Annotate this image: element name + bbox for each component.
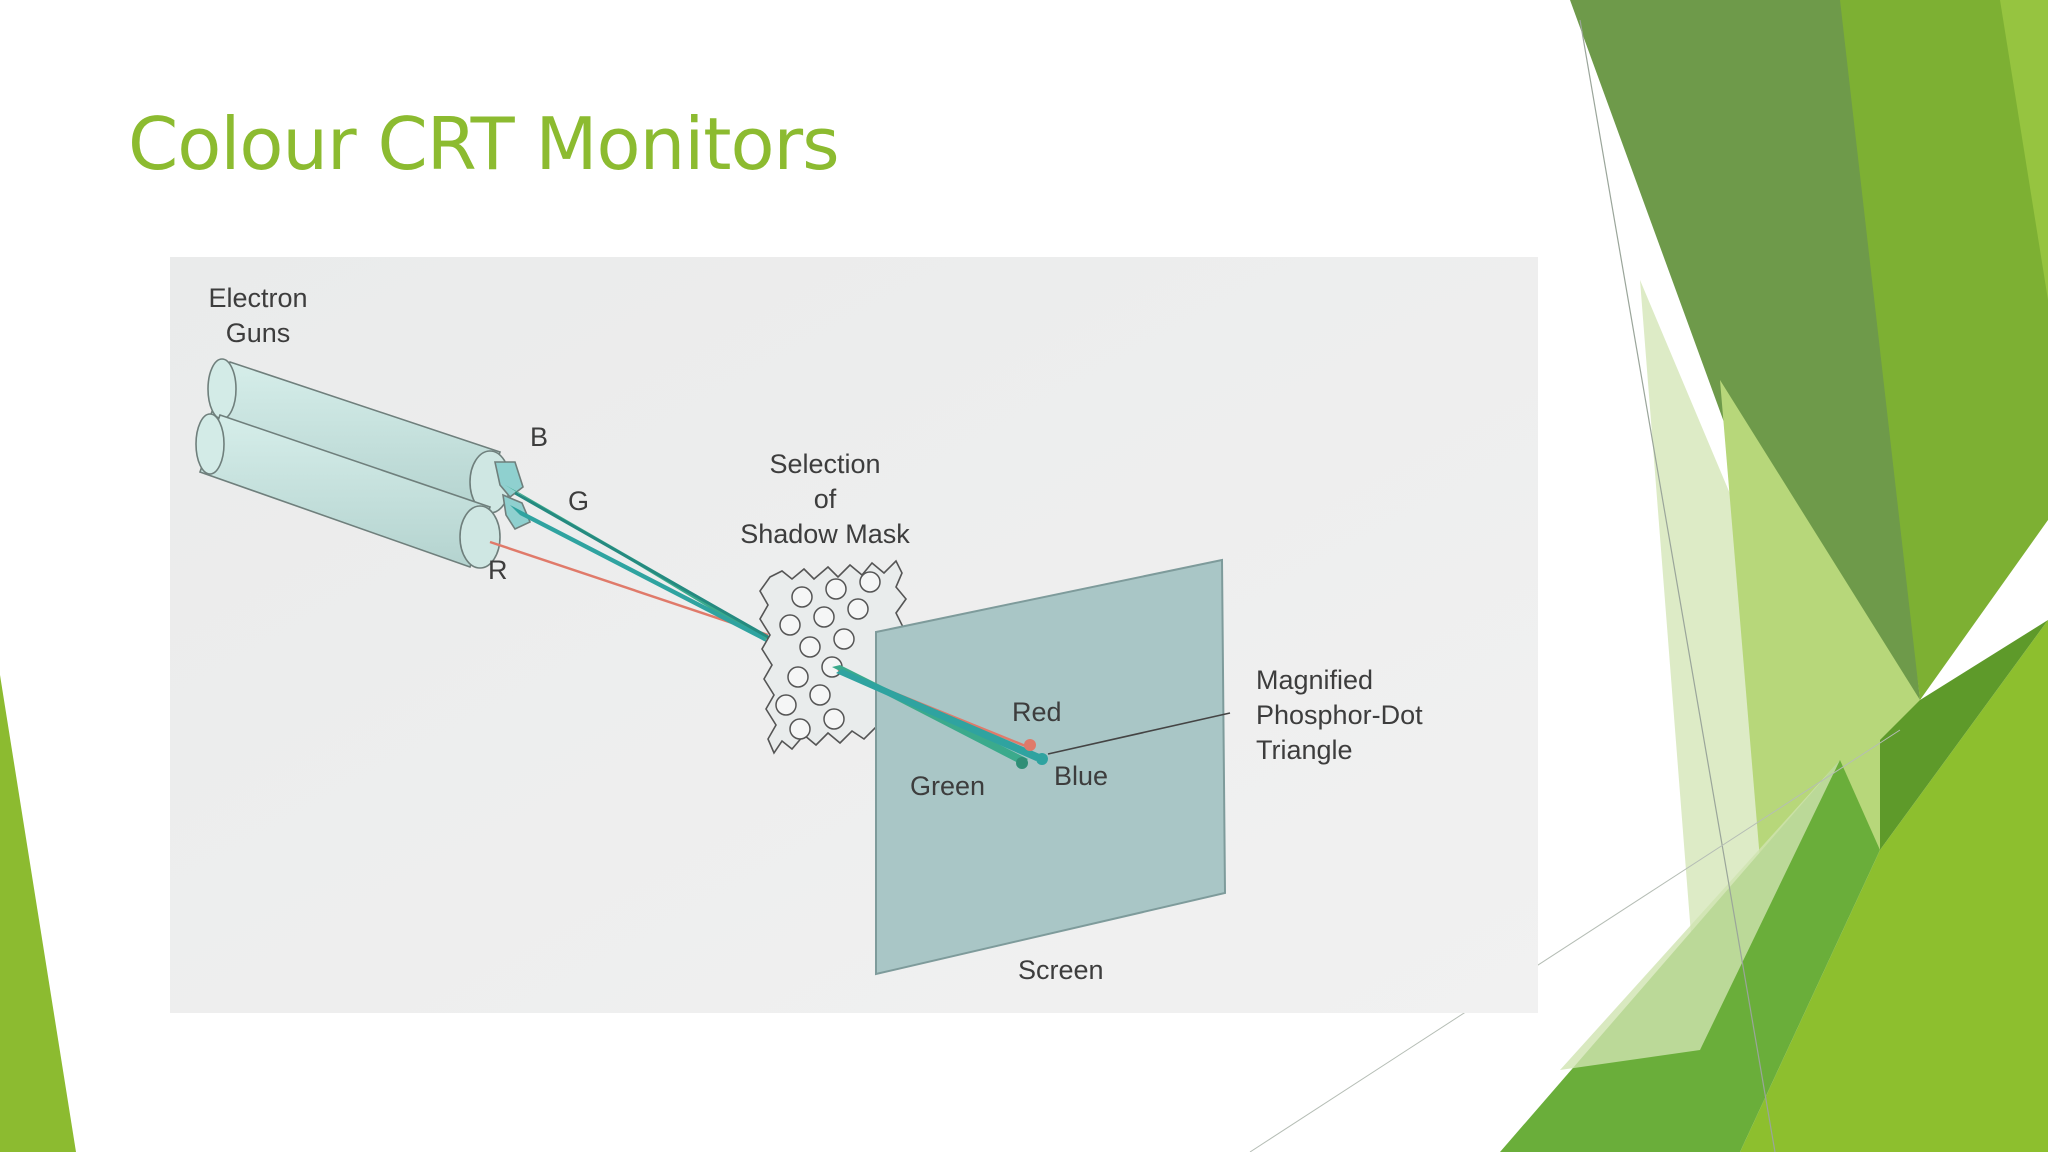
label-electron-guns: Electron Guns [188, 281, 328, 351]
label-shadow-mask-line1: Selection [769, 449, 881, 479]
label-shadow-mask-line3: Shadow Mask [740, 519, 910, 549]
right-facet-low-bright [1740, 620, 2048, 1152]
slide-title: Colour CRT Monitors [128, 102, 840, 186]
label-phosphor-line2: Phosphor-Dot [1256, 700, 1423, 730]
shadow-mask [759, 559, 908, 755]
crt-diagram-drawing [170, 257, 1538, 1013]
label-screen: Screen [1018, 955, 1104, 985]
electron-guns [195, 358, 532, 569]
label-gun-b: B [530, 422, 549, 452]
right-facet-bright [2000, 0, 2048, 300]
deco-line-1 [1579, 19, 1776, 1152]
phosphor-dot-red [1024, 739, 1036, 751]
label-electron-guns-line2: Guns [225, 318, 291, 348]
phosphor-pointer [1047, 712, 1231, 755]
label-gun-g: G [568, 486, 590, 516]
right-facet-bottom-pale [1560, 760, 1840, 1070]
label-phosphor-line3: Triangle [1256, 735, 1353, 765]
converging-beams [832, 665, 1231, 769]
right-facet-low-mid [1880, 620, 2048, 850]
right-facet-light [1720, 380, 1920, 860]
beam-blue [510, 505, 768, 643]
beam-red [489, 540, 769, 637]
label-phosphor-dot-triangle: Magnified Phosphor-Dot Triangle [1256, 663, 1423, 768]
electron-beams [489, 485, 770, 643]
label-green: Green [910, 771, 986, 801]
label-shadow-mask-line2: of [813, 484, 837, 514]
phosphor-dot-green [1016, 757, 1028, 769]
right-facet-mid [1840, 0, 2048, 700]
label-electron-guns-line1: Electron [208, 283, 308, 313]
label-red: Red [1012, 697, 1062, 727]
label-shadow-mask: Selection of Shadow Mask [700, 447, 950, 552]
label-phosphor-line1: Magnified [1256, 665, 1374, 695]
crt-diagram: Electron Guns B G R Selection of Shadow … [170, 257, 1538, 1013]
screen-plane [875, 558, 1227, 976]
deco-line-2 [1249, 729, 1901, 1152]
phosphor-dot-blue [1036, 753, 1048, 765]
label-gun-r: R [488, 555, 508, 585]
left-accent-shape [0, 675, 76, 1152]
label-blue: Blue [1054, 761, 1109, 791]
